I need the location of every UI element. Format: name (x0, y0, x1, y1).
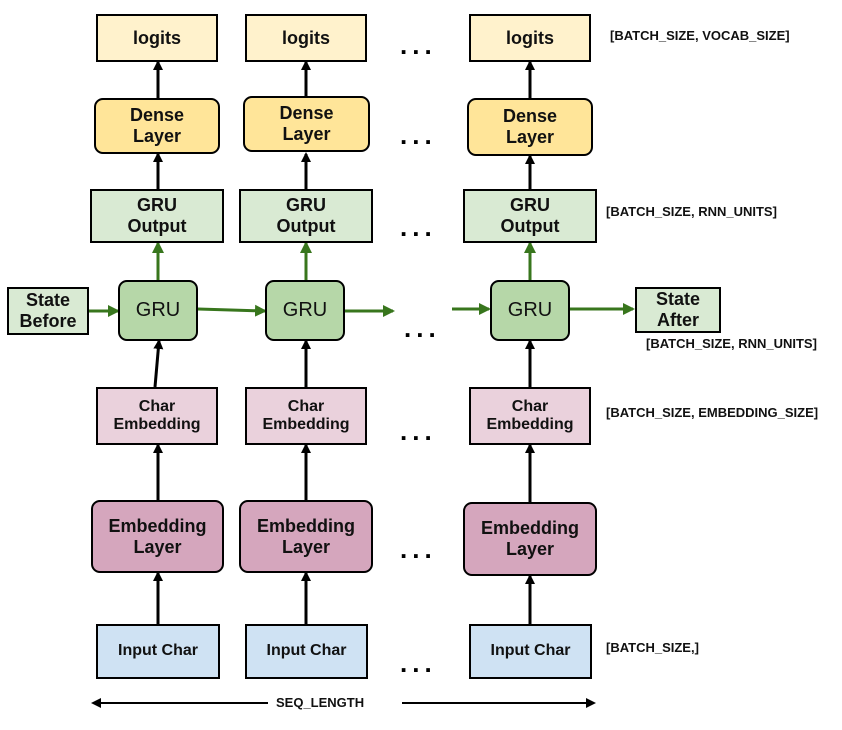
char-embedding-label-line1: Char (287, 397, 325, 415)
char-embedding-label-line2: Embedding (486, 416, 574, 433)
gru-output-label-line2: Output (127, 216, 187, 236)
dense-layer-box-2: Dense Layer (243, 96, 370, 152)
embedding-layer-label-line1: Embedding (481, 518, 579, 539)
char-embedding-label-line1: Char (138, 397, 176, 415)
state-after-line1: State (655, 289, 700, 310)
ellipsis-logits: ... (400, 30, 437, 60)
logits-label: logits (506, 27, 554, 48)
input-char-box-3: Input Char (469, 624, 592, 679)
embedding-layer-label-line2: Layer (505, 539, 555, 559)
shape-char-embedding: [BATCH_SIZE, EMBEDDING_SIZE] (606, 405, 819, 420)
gru-output-label-line2: Output (500, 216, 560, 236)
gru-output-label-line1: GRU (136, 195, 177, 216)
embedding-layer-label-line2: Layer (281, 536, 331, 557)
state-after-box: State After (635, 287, 721, 333)
state-before-line1: State (25, 290, 70, 311)
dense-label-line1: Dense (502, 106, 558, 127)
dense-label-line2: Layer (132, 126, 182, 146)
gru-output-box-2: GRU Output (239, 189, 373, 243)
logits-label: logits (133, 27, 181, 48)
input-char-box-1: Input Char (96, 624, 220, 679)
dense-label-line2: Layer (505, 127, 555, 147)
char-embedding-label-line1: Char (511, 397, 549, 415)
gru-output-label-line1: GRU (285, 195, 326, 216)
seq-length-label: SEQ_LENGTH (276, 695, 365, 710)
dense-label-line1: Dense (129, 105, 185, 126)
dense-layer-box-3: Dense Layer (467, 98, 593, 156)
gru-output-box-1: GRU Output (90, 189, 224, 243)
shape-input: [BATCH_SIZE,] (606, 640, 699, 655)
char-embedding-box-1: Char Embedding (96, 387, 218, 445)
shape-logits: [BATCH_SIZE, VOCAB_SIZE] (610, 28, 790, 43)
ellipsis-input: ... (400, 648, 437, 678)
embedding-layer-box-2: Embedding Layer (239, 500, 373, 573)
logits-box-1: logits (96, 14, 218, 62)
shape-gru-output: [BATCH_SIZE, RNN_UNITS] (606, 204, 777, 219)
gru-output-box-3: GRU Output (463, 189, 597, 243)
embedding-layer-box-1: Embedding Layer (91, 500, 224, 573)
input-char-label: Input Char (490, 642, 571, 660)
arrow-gru1-to-gru2 (197, 304, 267, 317)
embedding-layer-box-3: Embedding Layer (463, 502, 597, 576)
gru-label: GRU (135, 299, 181, 321)
gru-label: GRU (507, 299, 553, 321)
embedding-layer-label-line1: Embedding (108, 515, 207, 536)
gru-cell-1: GRU (118, 280, 198, 341)
char-embedding-label-line2: Embedding (113, 416, 201, 433)
gru-output-label-line1: GRU (509, 195, 550, 216)
ellipsis-embedding-layer: ... (400, 534, 437, 564)
char-embedding-box-2: Char Embedding (245, 387, 367, 445)
state-before-box: State Before (7, 287, 89, 335)
logits-box-3: logits (469, 14, 591, 62)
shape-state: [BATCH_SIZE, RNN_UNITS] (646, 336, 817, 351)
state-before-line2: Before (19, 311, 77, 331)
embedding-layer-label-line2: Layer (133, 536, 182, 557)
gru-cell-3: GRU (490, 280, 570, 341)
ellipsis-char-embedding: ... (400, 416, 437, 446)
gru-label: GRU (282, 299, 328, 321)
arrow-char-to-gru-1 (153, 339, 164, 388)
dense-label-line2: Layer (282, 124, 331, 144)
gru-output-label-line2: Output (276, 216, 336, 236)
dense-label-line1: Dense (279, 103, 334, 124)
dense-layer-box-1: Dense Layer (94, 98, 220, 154)
gru-cell-2: GRU (265, 280, 345, 341)
ellipsis-dense: ... (400, 120, 437, 150)
input-char-label: Input Char (118, 642, 198, 660)
ellipsis-gru-output: ... (400, 212, 437, 242)
input-char-box-2: Input Char (245, 624, 368, 679)
input-char-label: Input Char (266, 642, 347, 660)
state-after-line2: After (656, 310, 699, 330)
ellipsis-gru: ... (404, 313, 441, 343)
char-embedding-label-line2: Embedding (262, 416, 350, 433)
logits-label: logits (282, 27, 330, 48)
char-embedding-box-3: Char Embedding (469, 387, 591, 445)
logits-box-2: logits (245, 14, 367, 62)
embedding-layer-label-line1: Embedding (257, 515, 355, 536)
